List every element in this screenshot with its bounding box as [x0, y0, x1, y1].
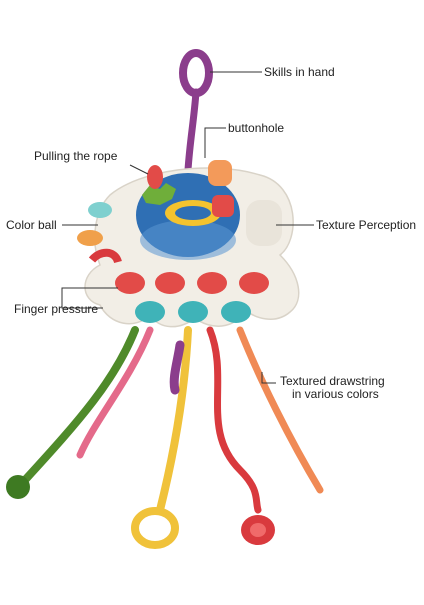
top-ring — [179, 49, 213, 174]
label-skills-in-hand: Skills in hand — [264, 65, 335, 79]
label-buttonhole: buttonhole — [228, 121, 285, 135]
label-textured-drawstring: Textured drawstring — [280, 374, 385, 388]
label-color-ball: Color ball — [6, 218, 57, 232]
label-texture-perception: Texture Perception — [316, 218, 417, 232]
texture-pad — [246, 200, 282, 246]
label-pulling-the-rope: Pulling the rope — [34, 149, 118, 163]
label-finger-pressure: Finger pressure — [14, 302, 99, 316]
color-dome — [77, 160, 240, 264]
leader-lines — [61, 71, 314, 384]
pop-buttons — [115, 272, 269, 323]
label-various-colors: in various colors — [292, 387, 379, 401]
hanging-ropes — [6, 326, 324, 549]
